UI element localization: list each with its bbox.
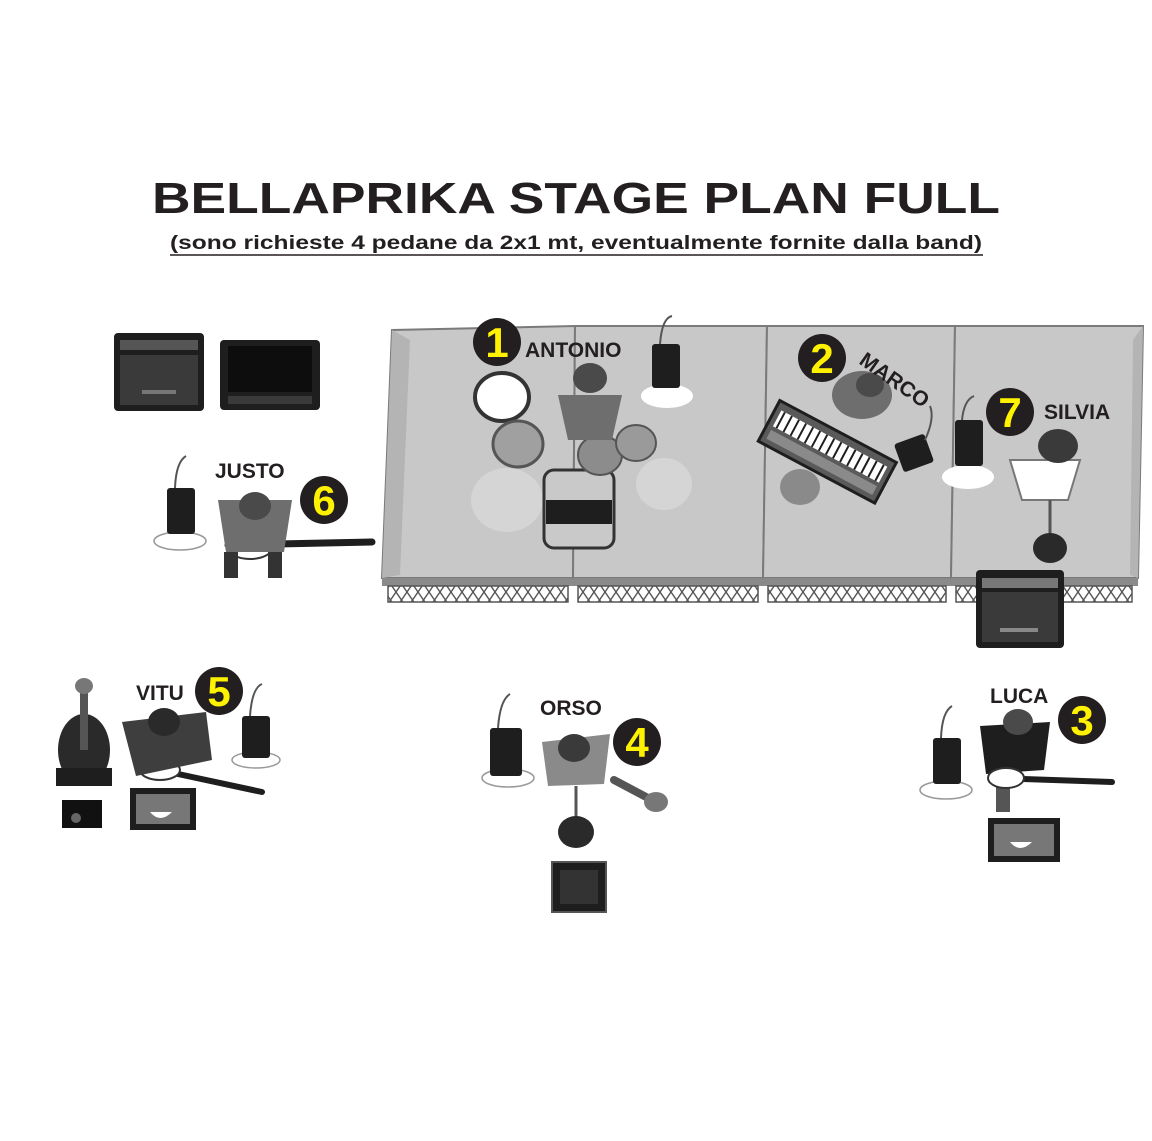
drummer-figure-icon bbox=[558, 363, 622, 440]
effects-unit-icon bbox=[62, 800, 102, 828]
musician-name-justo: JUSTO bbox=[215, 460, 285, 483]
pedalboard-icon bbox=[988, 818, 1060, 862]
svg-text:1: 1 bbox=[485, 319, 508, 366]
guitarist-figure-icon bbox=[980, 709, 1050, 812]
bassist-figure-icon bbox=[218, 492, 292, 578]
singer-figure-icon bbox=[1008, 429, 1082, 501]
page-title: BELLAPRIKA STAGE PLAN FULL bbox=[152, 174, 1000, 223]
svg-text:4: 4 bbox=[625, 719, 649, 766]
in-ear-transmitter-icon bbox=[153, 455, 207, 551]
number-badge-2: 2 bbox=[798, 334, 846, 382]
number-badge-5: 5 bbox=[195, 667, 243, 715]
amp-combo-icon bbox=[976, 570, 1064, 648]
svg-text:3: 3 bbox=[1070, 697, 1093, 744]
pedalboard-icon bbox=[130, 788, 196, 830]
musician-silvia: 7 SILVIA bbox=[942, 388, 1110, 563]
svg-text:7: 7 bbox=[998, 389, 1021, 436]
svg-text:5: 5 bbox=[207, 668, 230, 715]
in-ear-transmitter-icon bbox=[231, 683, 281, 769]
handheld-mic-icon bbox=[610, 776, 668, 812]
guitarist-figure-icon bbox=[122, 708, 212, 776]
keyboardist-figure-icon bbox=[832, 371, 892, 419]
drum-kit-icon bbox=[471, 371, 692, 550]
svg-text:2: 2 bbox=[810, 335, 833, 382]
in-ear-transmitter-icon bbox=[894, 405, 934, 472]
guitar-stand-icon bbox=[56, 678, 112, 786]
in-ear-transmitter-icon bbox=[919, 705, 973, 800]
number-badge-1: 1 bbox=[473, 318, 521, 366]
stage-monitor-icon bbox=[551, 861, 607, 913]
page-subtitle: (sono richieste 4 pedane da 2x1 mt, even… bbox=[170, 233, 982, 254]
number-badge-6: 6 bbox=[300, 476, 348, 524]
guitar-icon bbox=[987, 767, 1115, 789]
in-ear-transmitter-icon bbox=[641, 315, 693, 408]
keyboard-icon bbox=[756, 398, 899, 506]
musician-name-luca: LUCA bbox=[990, 685, 1048, 708]
number-badge-7: 7 bbox=[986, 388, 1034, 436]
in-ear-transmitter-icon bbox=[942, 395, 994, 489]
number-badge-3: 3 bbox=[1058, 696, 1106, 744]
amp-cabinet-icon bbox=[220, 340, 320, 410]
musician-name-silvia: SILVIA bbox=[1044, 401, 1110, 424]
musician-vitu: 5 VITU bbox=[56, 667, 281, 830]
number-badge-4: 4 bbox=[613, 718, 661, 766]
musician-antonio: 1 ANTONIO bbox=[471, 315, 693, 550]
musician-name-orso: ORSO bbox=[540, 697, 602, 720]
svg-text:6: 6 bbox=[312, 477, 335, 524]
in-ear-transmitter-icon bbox=[481, 693, 535, 788]
vocal-mic-icon bbox=[558, 786, 594, 848]
musician-name-vitu: VITU bbox=[136, 682, 184, 705]
musician-luca: 3 LUCA bbox=[919, 685, 1115, 862]
musician-name-antonio: ANTONIO bbox=[525, 339, 621, 362]
amp-combo-icon bbox=[114, 333, 204, 411]
singer-figure-icon bbox=[542, 734, 610, 786]
musician-orso: 4 ORSO bbox=[481, 693, 668, 913]
vocal-mic-icon bbox=[1033, 500, 1067, 563]
riser-1 bbox=[380, 324, 577, 603]
musician-justo: 6 JUSTO bbox=[153, 455, 376, 578]
